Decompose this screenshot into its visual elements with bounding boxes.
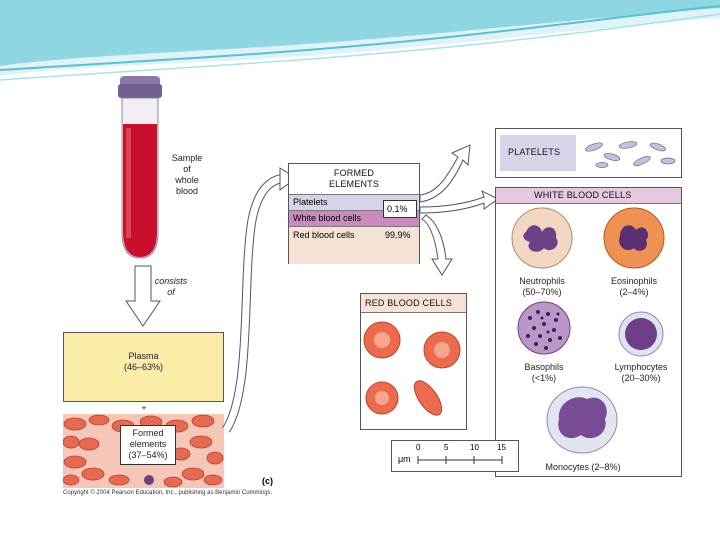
formed-elements-box	[120, 425, 176, 465]
plasma-label: Plasma (46–63%)	[64, 351, 223, 373]
cell-pct: (20–30%)	[621, 373, 661, 383]
scale-tick-0: 0	[416, 443, 421, 452]
scale-bar-box	[391, 440, 519, 472]
formed-elements-table: FORMED ELEMENTS Platelets White blood ce…	[288, 163, 420, 264]
wbc-title: WHITE BLOOD CELLS	[534, 190, 632, 200]
consists-label: consists of	[148, 276, 194, 298]
formed-line: elements	[129, 439, 167, 449]
basophil-cell	[517, 301, 571, 355]
tube-label: Sample of whole blood	[162, 153, 212, 197]
tube-label-line: Sample	[171, 153, 203, 163]
row-value: 99.9%	[385, 230, 411, 240]
cell-name: Neutrophils	[519, 276, 565, 286]
platelets-title: PLATELETS	[508, 147, 561, 157]
wbc-title-bar: WHITE BLOOD CELLS	[496, 188, 681, 204]
basophil-label: Basophils (<1%)	[505, 362, 583, 384]
rbc-title: RED BLOOD CELLS	[365, 298, 453, 308]
plasma-box: Plasma (46–63%)	[63, 332, 224, 402]
table-row: Red blood cells 99.9%	[289, 226, 419, 264]
platelets-panel: PLATELETS	[495, 128, 682, 178]
cell-name: Basophils	[524, 362, 564, 372]
eosinophil-cell	[603, 207, 665, 269]
lymphocyte-label: Lymphocytes (20–30%)	[602, 362, 680, 384]
scale-tick-15: 15	[497, 443, 506, 452]
tube-label-line: whole	[175, 175, 199, 185]
eosinophil-label: Eosinophils (2–4%)	[595, 276, 673, 298]
cell-pct: (2–4%)	[619, 287, 649, 297]
panel-letter: (c)	[262, 476, 273, 486]
monocyte-label: Monocytes (2–8%)	[545, 462, 621, 472]
neutrophil-label: Neutrophils (50–70%)	[503, 276, 581, 298]
formed-table-title: FORMED ELEMENTS	[289, 164, 419, 190]
combined-value-box: 0.1%	[383, 200, 417, 218]
row-label: White blood cells	[293, 213, 362, 223]
consists-line: of	[167, 287, 175, 297]
formed-label: Formed elements (37–54%)	[118, 428, 178, 461]
scale-tick-10: 10	[470, 443, 479, 452]
cell-name: Eosinophils	[610, 276, 658, 286]
plasma-name: Plasma	[128, 351, 159, 361]
combined-value: 0.1%	[387, 204, 408, 214]
consists-line: consists	[154, 276, 188, 286]
formed-line: Formed	[132, 428, 164, 438]
cell-pct: (50–70%)	[522, 287, 562, 297]
formed-title-line: FORMED	[333, 168, 375, 178]
blood-tube	[118, 76, 162, 259]
cell-pct: (<1%)	[531, 373, 557, 383]
tube-label-line: blood	[175, 186, 199, 196]
scale-unit: μm	[398, 454, 411, 464]
scale-ruler	[417, 456, 503, 464]
tube-label-line: of	[183, 164, 191, 174]
arrows-to-panels	[419, 144, 498, 276]
lymphocyte-cell	[618, 311, 664, 357]
down-arrow-icon	[125, 265, 161, 327]
row-label: Platelets	[293, 197, 328, 207]
plasma-percent: (46–63%)	[123, 362, 164, 372]
neutrophil-cell	[511, 207, 573, 269]
platelets-title-box: PLATELETS	[500, 135, 576, 171]
scale-tick-5: 5	[444, 443, 449, 452]
rbc-image	[363, 321, 461, 416]
platelets-image	[585, 141, 676, 168]
rbc-title-bar: RED BLOOD CELLS	[361, 294, 466, 313]
header-swoosh	[0, 0, 720, 81]
row-label: Red blood cells	[293, 230, 355, 240]
monocyte-cell	[546, 386, 618, 454]
formed-line: (37–54%)	[128, 450, 168, 460]
copyright: Copyright © 2004 Pearson Education, Inc.…	[63, 490, 273, 496]
plus-sign: +	[141, 403, 147, 413]
formed-title-line: ELEMENTS	[328, 179, 380, 189]
cell-name: Lymphocytes	[614, 362, 668, 372]
